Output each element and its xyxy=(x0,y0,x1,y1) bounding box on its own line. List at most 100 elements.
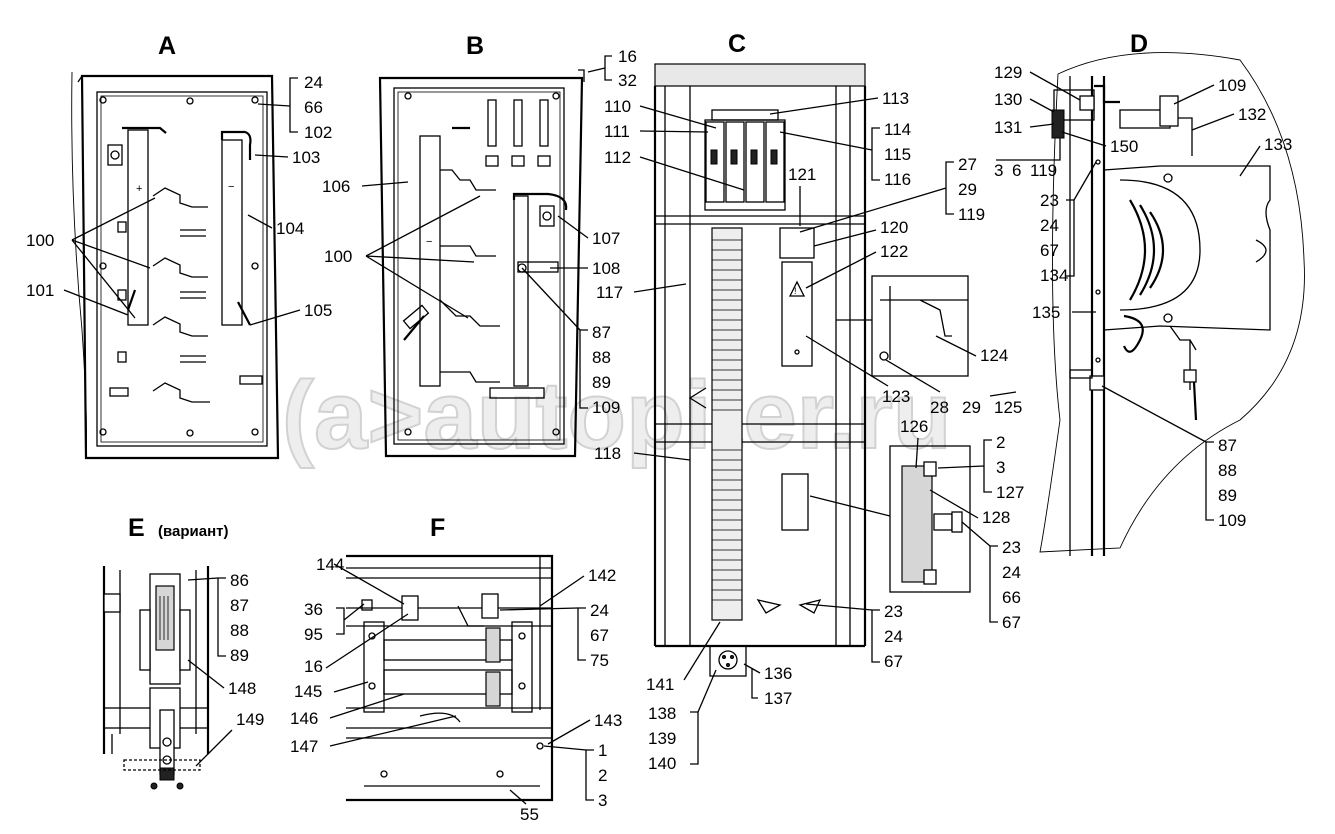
callout-122: 122 xyxy=(880,242,908,261)
view-c-title: C xyxy=(728,30,746,58)
callout-124: 124 xyxy=(980,346,1008,365)
callout-141: 141 xyxy=(646,675,674,694)
svg-text:115: 115 xyxy=(884,145,911,164)
svg-text:87: 87 xyxy=(230,596,249,615)
callout-1-2-3: 1 2 3 xyxy=(543,741,607,810)
svg-text:24: 24 xyxy=(884,627,903,646)
svg-text:32: 32 xyxy=(618,71,637,90)
callout-27-29-119: 27 29 119 xyxy=(799,155,985,233)
callout-2-3-127: 2 3 127 xyxy=(937,433,1024,502)
svg-text:24: 24 xyxy=(1040,216,1059,235)
callout-23-24-67-134: 23 24 67 134 xyxy=(1040,161,1097,285)
callout-104: 104 xyxy=(276,219,304,238)
view-e: E (вариант) 86 87 88 89 148 149 xyxy=(102,514,264,790)
svg-text:139: 139 xyxy=(648,729,676,748)
callout-23-24-66-67: 23 24 66 67 xyxy=(961,521,1021,632)
callout-133: 133 xyxy=(1264,135,1292,154)
callout-103: 103 xyxy=(292,148,320,167)
callout-142: 142 xyxy=(588,566,616,585)
watermark: (a>autopiter.ru xyxy=(282,362,951,469)
callout-112: 112 xyxy=(604,148,631,167)
callout-131: 131 xyxy=(994,118,1022,137)
view-b-title: B xyxy=(466,32,484,60)
callout-137: 137 xyxy=(764,689,792,708)
callout-146: 146 xyxy=(290,709,318,728)
svg-text:88: 88 xyxy=(230,621,249,640)
callout-23-24-67: 23 24 67 xyxy=(805,602,903,671)
svg-text:67: 67 xyxy=(1002,613,1021,632)
callout-106: 106 xyxy=(322,177,350,196)
callout-126: 126 xyxy=(900,417,928,436)
svg-text:134: 134 xyxy=(1040,266,1068,285)
svg-text:109: 109 xyxy=(1218,511,1246,530)
view-d-title: D xyxy=(1130,30,1148,58)
svg-text:86: 86 xyxy=(230,571,249,590)
svg-text:138: 138 xyxy=(648,704,676,723)
svg-text:24: 24 xyxy=(304,73,323,92)
svg-text:89: 89 xyxy=(1218,486,1237,505)
svg-text:67: 67 xyxy=(590,626,609,645)
callout-144: 144 xyxy=(316,555,344,574)
callout-121: 121 xyxy=(788,165,816,184)
callout-105: 105 xyxy=(304,301,332,320)
callout-6: 6 xyxy=(1012,161,1021,180)
svg-text:−: − xyxy=(426,236,432,248)
svg-text:24: 24 xyxy=(590,601,609,620)
callout-128: 128 xyxy=(982,508,1010,527)
svg-text:89: 89 xyxy=(592,373,611,392)
callout-101: 101 xyxy=(26,281,54,300)
svg-text:23: 23 xyxy=(884,602,903,621)
callout-110: 110 xyxy=(604,97,631,116)
view-c: C ! 110 xyxy=(594,30,1024,773)
callout-143: 143 xyxy=(594,711,622,730)
svg-text:102: 102 xyxy=(304,123,332,142)
callout-24-67-75: 24 67 75 xyxy=(499,601,609,670)
svg-text:87: 87 xyxy=(592,323,611,342)
svg-text:116: 116 xyxy=(884,170,911,189)
svg-text:75: 75 xyxy=(590,651,609,670)
svg-text:27: 27 xyxy=(958,155,977,174)
callout-114-115-116: 114 115 116 xyxy=(779,120,911,189)
callout-123: 123 xyxy=(882,387,910,406)
svg-text:140: 140 xyxy=(648,754,676,773)
callout-16-32: 16 32 xyxy=(587,47,637,90)
svg-text:88: 88 xyxy=(1218,461,1237,480)
svg-text:66: 66 xyxy=(1002,588,1021,607)
callout-125: 125 xyxy=(994,398,1022,417)
svg-text:95: 95 xyxy=(304,625,323,644)
svg-text:16: 16 xyxy=(618,47,637,66)
callout-147: 147 xyxy=(290,737,318,756)
svg-text:67: 67 xyxy=(1040,241,1059,260)
svg-text:36: 36 xyxy=(304,600,323,619)
callout-87-88-89-109: 87 88 89 109 xyxy=(521,267,620,417)
callout-113: 113 xyxy=(882,89,909,108)
callout-150: 150 xyxy=(1110,137,1138,156)
view-f-title: F xyxy=(430,514,445,542)
view-e-subtitle: (вариант) xyxy=(158,523,229,540)
svg-text:−: − xyxy=(228,181,234,193)
svg-text:29: 29 xyxy=(958,180,977,199)
svg-text:+: + xyxy=(136,183,142,195)
svg-text:23: 23 xyxy=(1040,191,1059,210)
callout-120: 120 xyxy=(880,218,908,237)
callout-100: 100 xyxy=(26,231,54,250)
callout-100: 100 xyxy=(324,247,352,266)
callout-16: 16 xyxy=(304,657,323,676)
callout-111: 111 xyxy=(604,122,630,141)
view-a: A + − 24 66 102 103 xyxy=(26,32,332,460)
svg-text:3: 3 xyxy=(996,458,1005,477)
svg-text:!: ! xyxy=(794,286,797,296)
callout-149: 149 xyxy=(236,710,264,729)
callout-109: 109 xyxy=(1218,76,1246,95)
callout-24-66-102: 24 66 102 xyxy=(257,73,332,142)
callout-36-95: 36 95 xyxy=(304,600,365,644)
callout-138-139-140: 138 139 140 xyxy=(648,669,717,773)
callout-87-88-89-109: 87 88 89 109 xyxy=(1101,385,1246,530)
callout-117: 117 xyxy=(596,283,623,302)
svg-text:66: 66 xyxy=(304,98,323,117)
svg-text:89: 89 xyxy=(230,646,249,665)
svg-text:127: 127 xyxy=(996,483,1024,502)
callout-28: 28 xyxy=(930,398,949,417)
view-a-title: A xyxy=(158,32,176,60)
callout-145: 145 xyxy=(294,682,322,701)
